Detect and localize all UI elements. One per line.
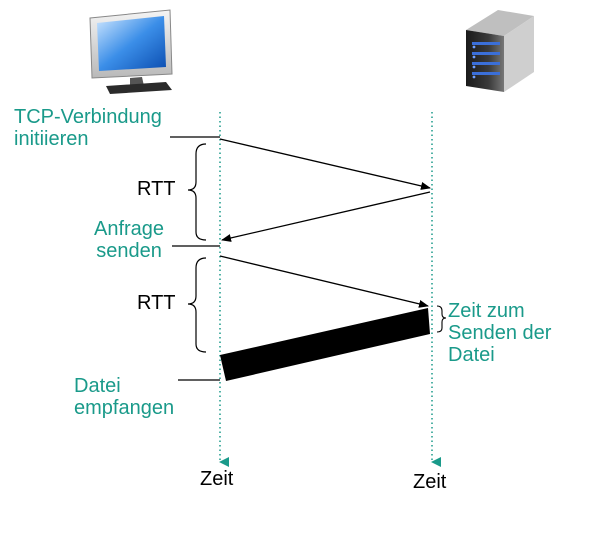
rtt-label-1: RTT (137, 178, 176, 200)
synack-arrow (221, 191, 431, 242)
rtt-brace-1 (187, 143, 207, 241)
syn-arrow (219, 138, 431, 190)
client-time-label: Zeit (200, 468, 234, 490)
transmit-time-label: Zeit zum Senden der Datei (448, 300, 552, 366)
request-arrow (219, 255, 429, 308)
file-received-label: Datei empfangen (74, 375, 175, 419)
desktop-computer-icon (89, 9, 173, 94)
tcp-init-label: TCP-Verbindung initiieren (14, 106, 162, 150)
transmit-brace (436, 305, 447, 333)
server-time-label: Zeit (413, 471, 447, 493)
file-transfer-band (220, 308, 430, 381)
rtt-brace-2 (187, 257, 207, 353)
rtt-label-2: RTT (137, 292, 176, 314)
request-label: Anfrage senden (94, 218, 165, 262)
server-rack-icon (466, 10, 534, 92)
